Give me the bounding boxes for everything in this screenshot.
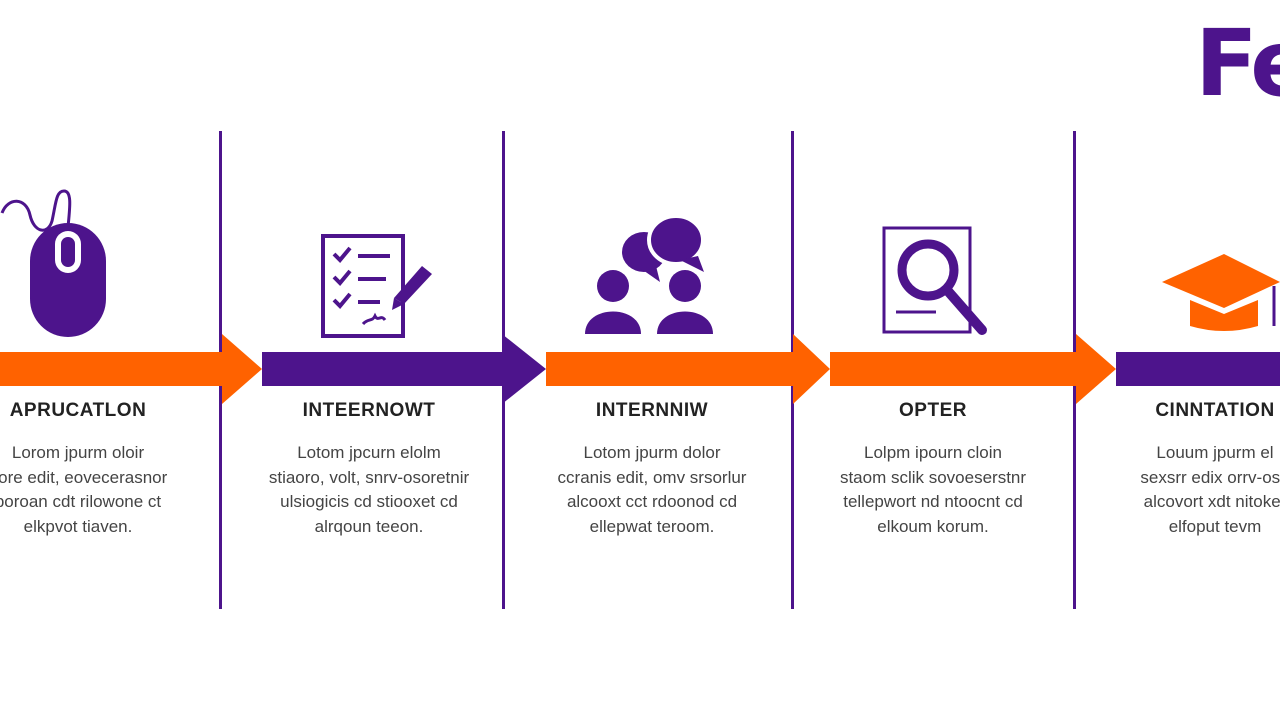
- arrow-segment-2: [262, 334, 546, 404]
- step-label-offer: OPTER: [899, 400, 967, 421]
- document-search-icon: [882, 226, 987, 335]
- description-line: ulsiogicis cd stiooxet cd: [280, 492, 458, 511]
- description-line: hore edit, eovecerasnor: [0, 467, 168, 487]
- description-line: stiaoro, volt, snrv-osoretnir: [268, 467, 470, 487]
- interview-icon: [585, 214, 713, 334]
- arrow-segment-3: [546, 334, 830, 404]
- description-line: Lolpm ipourn cloin: [864, 443, 1002, 462]
- description-line: ellepwat teroom.: [589, 516, 715, 536]
- step-label-orientation: CINNTATION: [1155, 400, 1275, 421]
- description-line: elkoum korum.: [877, 516, 989, 536]
- description-line: tellepwort nd ntoocnt cd: [843, 492, 1023, 511]
- description-line: alrqoun teeon.: [314, 516, 424, 536]
- description-line: elfoput tevm: [1168, 516, 1262, 536]
- description-line: ccranis edit, omv srsorlur: [557, 467, 747, 487]
- process-arrow-band: [0, 334, 1280, 404]
- description-line: poroan cdt rilowone ct: [0, 492, 162, 511]
- arrow-segment-5: [1116, 352, 1280, 386]
- step-description: Lorom jpurm oloir hore edit, eovecerasno…: [0, 441, 193, 539]
- checklist-icon: [321, 234, 432, 338]
- description-line: staom sclik sovoeserstnr: [839, 467, 1027, 487]
- description-line: alcovort xdt nitoker: [1143, 492, 1280, 511]
- description-line: sexsrr edix orrv-ose: [1140, 467, 1280, 487]
- arrow-segment-4: [830, 334, 1116, 404]
- description-line: Lotom jpcurn elolm: [297, 443, 441, 462]
- description-line: Louum jpurm el: [1156, 443, 1274, 462]
- step-label-assessment: INTEERNOWT: [302, 400, 436, 421]
- description-line: elkpvot tiaven.: [23, 516, 133, 536]
- description-line: Lotom jpurm dolor: [583, 443, 721, 462]
- step-description: Lolpm ipourn cloin staom sclik sovoesers…: [818, 441, 1048, 539]
- step-description: Lotom jpcurn elolm stiaoro, volt, snrv-o…: [254, 441, 484, 539]
- step-description: Louum jpurm el sexsrr edix orrv-ose alco…: [1100, 441, 1280, 539]
- description-line: alcooxt cct rdoonod cd: [566, 492, 738, 511]
- step-description: Lotom jpurm dolor ccranis edit, omv srso…: [537, 441, 767, 539]
- description-line: Lorom jpurm oloir: [11, 443, 145, 462]
- brand-logo: Fe: [1195, 10, 1280, 117]
- graduation-cap-icon: [1162, 254, 1280, 331]
- mouse-icon: [0, 189, 106, 337]
- step-label-interview: INTERNNIW: [595, 400, 709, 421]
- arrow-segment-1: [0, 334, 262, 404]
- step-label-application: APRUCATLON: [9, 400, 147, 421]
